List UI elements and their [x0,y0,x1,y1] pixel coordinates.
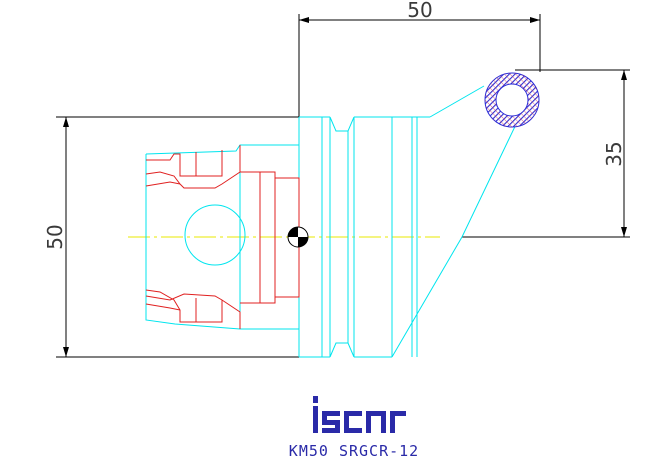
tool-body-outline [145,85,521,358]
cutting-insert-outline [145,145,300,329]
dimension-top [298,14,541,117]
dimension-left [56,116,300,358]
part-number-caption: KM50 SRGCR-12 [289,442,419,460]
center-point-marker [287,226,309,248]
dimension-left-value: 50 [43,224,67,249]
dimension-right-value: 35 [602,141,626,166]
dimension-right [462,69,630,238]
dimension-top-value: 50 [407,0,432,22]
iscar-logo [313,396,406,433]
coolant-outlet [484,72,540,128]
